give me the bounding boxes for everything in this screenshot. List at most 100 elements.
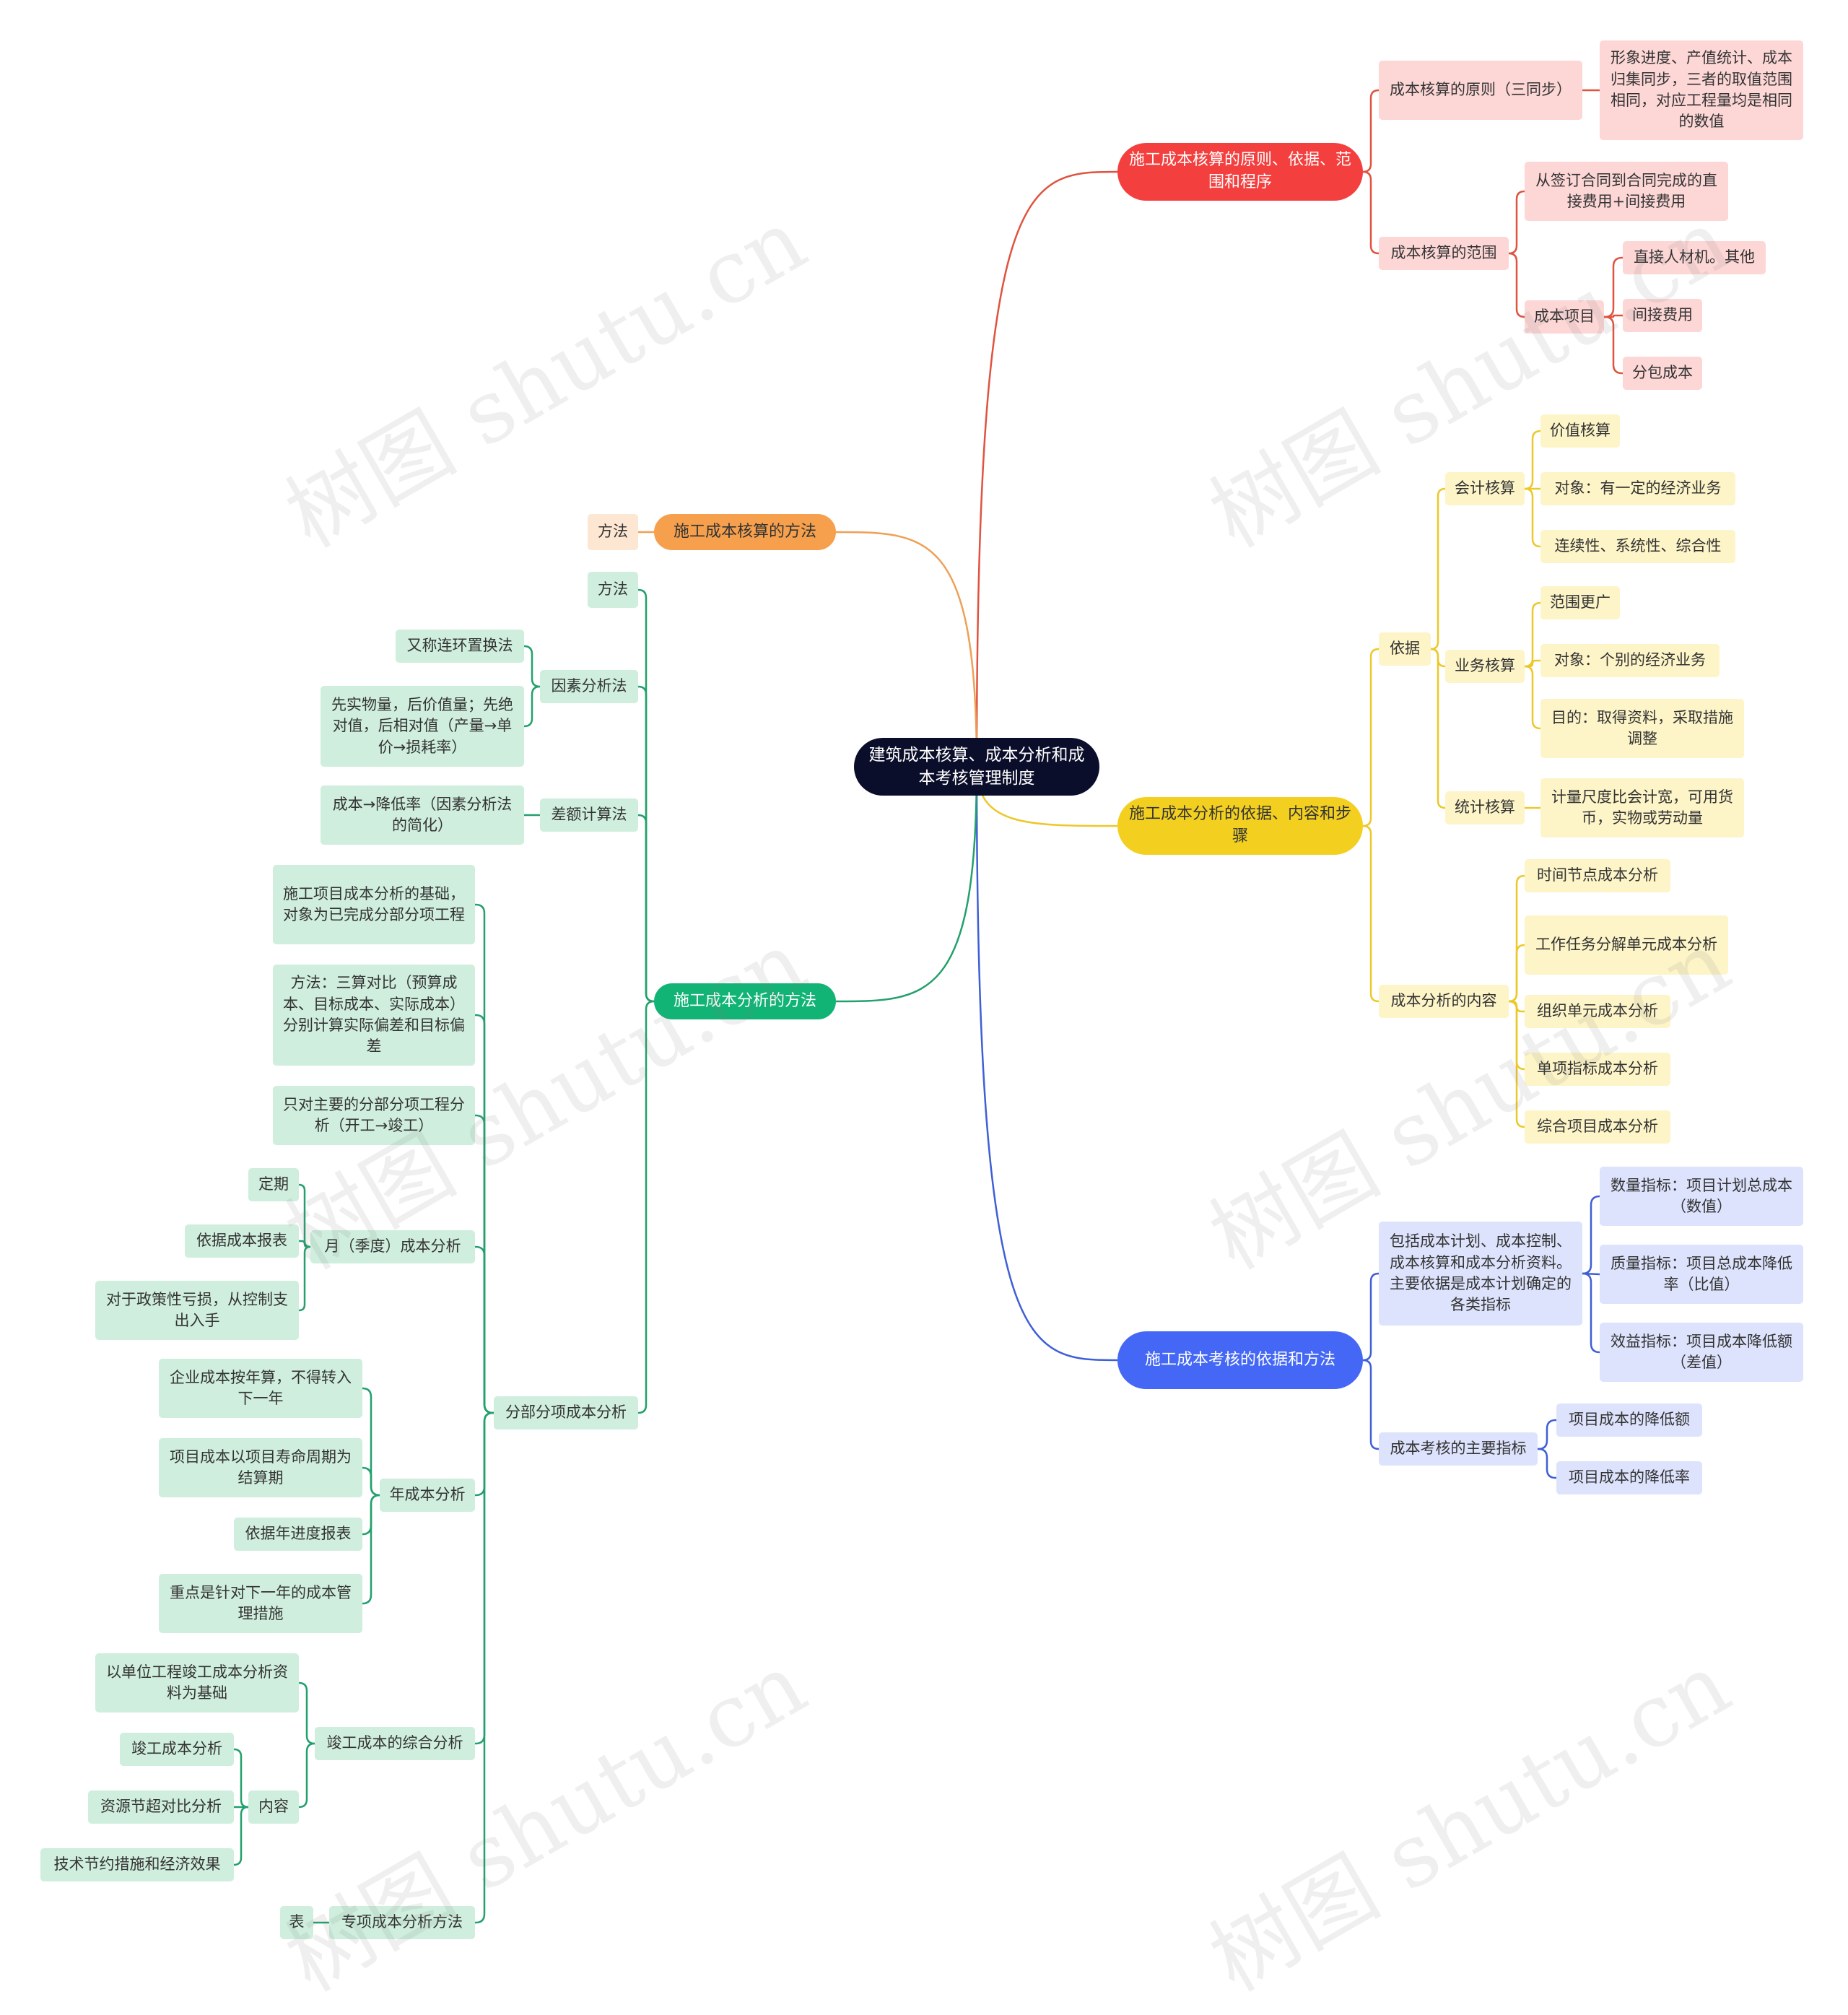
content-integrated[interactable]: 综合项目成本分析 [1525, 1110, 1670, 1144]
main-ind-rate[interactable]: 项目成本的降低率 [1556, 1461, 1702, 1494]
basis-accounting[interactable]: 会计核算 [1445, 472, 1525, 505]
factor-alias[interactable]: 又称连环置换法 [396, 630, 524, 663]
ann-focus[interactable]: 重点是针对下一年的成本管理措施 [159, 1574, 362, 1633]
content-time[interactable]: 时间节点成本分析 [1525, 859, 1670, 892]
am-subitem[interactable]: 分部分项成本分析 [494, 1396, 638, 1429]
special-table[interactable]: 表 [280, 1906, 313, 1939]
connector-analysis-content [1362, 824, 1380, 1003]
sub-monthly[interactable]: 月（季度）成本分析 [310, 1230, 475, 1263]
connector-branch-principles [975, 170, 1118, 767]
bus-purpose[interactable]: 目的：取得资料，采取措施调整 [1540, 699, 1744, 758]
cc-resource[interactable]: 资源节超对比分析 [88, 1790, 234, 1824]
branch-principles[interactable]: 施工成本核算的原则、依据、范围和程序 [1117, 143, 1363, 201]
connector-factor-order [523, 685, 541, 728]
content-wbs[interactable]: 工作任务分解单元成本分析 [1525, 915, 1728, 975]
comp-basis[interactable]: 以单位工程竣工成本分析资料为基础 [95, 1653, 299, 1712]
connector-bus-object [1525, 659, 1540, 668]
sub-completion[interactable]: 竣工成本的综合分析 [315, 1727, 475, 1760]
connector-bus-scope [1524, 601, 1541, 668]
connector-mon-report [299, 1240, 310, 1248]
branch-accounting-method[interactable]: 施工成本核算的方法 [654, 514, 836, 550]
cc-tech[interactable]: 技术节约措施和经济效果 [40, 1848, 234, 1881]
comp-content[interactable]: 内容 [248, 1790, 299, 1824]
connector-assessment-basis [1362, 1272, 1380, 1362]
connector-main-ind-amount [1538, 1419, 1556, 1450]
am-method[interactable]: 方法 [588, 572, 638, 608]
acc-value[interactable]: 价值核算 [1540, 414, 1620, 448]
connector-cost-item-indirect [1604, 314, 1623, 318]
connector-basis-node [1362, 648, 1380, 827]
ind-benefit[interactable]: 效益指标：项目成本降低额（差值） [1600, 1323, 1803, 1382]
branch-analysis-basis[interactable]: 施工成本分析的依据、内容和步骤 [1117, 797, 1363, 855]
acc-object[interactable]: 对象：有一定的经济业务 [1540, 472, 1735, 505]
principle-sync-detail[interactable]: 形象进度、产值统计、成本归集同步，三者的取值范围相同，对应工程量均是相同的数值 [1600, 40, 1803, 140]
content-single[interactable]: 单项指标成本分析 [1525, 1053, 1670, 1086]
main-indicators[interactable]: 成本考核的主要指标 [1379, 1432, 1538, 1466]
basis-business[interactable]: 业务核算 [1445, 650, 1525, 683]
connector-branch-analysis-method [835, 766, 978, 1003]
scope-detail[interactable]: 从签订合同到合同完成的直接费用+间接费用 [1525, 162, 1728, 221]
principle-scope[interactable]: 成本核算的范围 [1379, 237, 1509, 270]
sub-basis[interactable]: 施工项目成本分析的基础，对象为已完成分部分项工程 [273, 865, 475, 944]
connector-sub-monthly [475, 1245, 494, 1414]
sub-special[interactable]: 专项成本分析方法 [329, 1906, 475, 1939]
stat-measure[interactable]: 计量尺度比会计宽，可用货币，实物或劳动量 [1540, 778, 1744, 837]
mon-periodic[interactable]: 定期 [248, 1168, 299, 1201]
branch-assessment[interactable]: 施工成本考核的依据和方法 [1117, 1331, 1363, 1389]
bus-scope[interactable]: 范围更广 [1540, 586, 1620, 619]
ann-report[interactable]: 依据年进度报表 [234, 1518, 362, 1551]
am-diff[interactable]: 差额计算法 [540, 798, 638, 832]
connector-cost-item-direct [1604, 256, 1623, 318]
cost-item-sub[interactable]: 分包成本 [1623, 357, 1702, 390]
sub-annual[interactable]: 年成本分析 [380, 1479, 475, 1512]
bus-object[interactable]: 对象：个别的经济业务 [1540, 644, 1720, 677]
connector-main-indicators [1362, 1359, 1380, 1450]
connector-acc-traits [1524, 487, 1541, 548]
accounting-method-leaf[interactable]: 方法 [588, 514, 638, 550]
connector-branch-accounting-method [835, 531, 978, 767]
cc-completion[interactable]: 竣工成本分析 [120, 1733, 234, 1766]
connector-acc-value [1524, 430, 1541, 490]
ind-quality[interactable]: 质量指标：项目总成本降低率（比值） [1600, 1245, 1803, 1304]
sub-method[interactable]: 方法：三算对比（预算成本、目标成本、实际成本）分别计算实际偏差和目标偏差 [273, 965, 475, 1066]
principle-sync[interactable]: 成本核算的原则（三同步） [1379, 61, 1582, 120]
ann-enterprise[interactable]: 企业成本按年算，不得转入下一年 [159, 1359, 362, 1418]
ann-project[interactable]: 项目成本以项目寿命周期为结算期 [159, 1438, 362, 1497]
root-node[interactable]: 建筑成本核算、成本分析和成本考核管理制度 [854, 738, 1099, 796]
connector-am-subitem [637, 1000, 655, 1414]
connector-mon-policy [298, 1245, 311, 1312]
connector-bus-purpose [1524, 665, 1541, 730]
diff-detail[interactable]: 成本→降低率（因素分析法的简化） [321, 785, 524, 845]
factor-order[interactable]: 先实物量，后价值量；先绝对值，后相对值（产量→单价→损耗率） [321, 686, 524, 767]
connector-principle-scope [1362, 170, 1380, 255]
scope-cost-items[interactable]: 成本项目 [1525, 300, 1604, 334]
connector-ann-project [362, 1466, 380, 1497]
content-org[interactable]: 组织单元成本分析 [1525, 995, 1670, 1028]
connector-basis-statistics [1430, 648, 1446, 809]
basis-statistics[interactable]: 统计核算 [1445, 791, 1525, 824]
sub-main[interactable]: 只对主要的分部分项工程分析（开工→竣工） [273, 1086, 475, 1145]
connector-cc-tech [233, 1806, 249, 1866]
cost-item-direct[interactable]: 直接人材机。其他 [1623, 241, 1766, 274]
am-factor[interactable]: 因素分析法 [540, 670, 638, 703]
analysis-content[interactable]: 成本分析的内容 [1379, 985, 1509, 1018]
main-ind-amount[interactable]: 项目成本的降低额 [1556, 1403, 1702, 1437]
connector-scope-detail [1508, 190, 1525, 255]
connector-ind-quantity [1582, 1195, 1600, 1275]
basis-node[interactable]: 依据 [1379, 632, 1431, 666]
cost-item-indirect[interactable]: 间接费用 [1623, 299, 1702, 332]
mon-report[interactable]: 依据成本报表 [185, 1224, 299, 1258]
mon-policy[interactable]: 对于政策性亏损，从控制支出入手 [95, 1281, 299, 1340]
connector-ann-focus [362, 1494, 380, 1605]
connector-principle-sync [1362, 89, 1380, 173]
connector-comp-basis [298, 1681, 315, 1745]
connector-ind-benefit [1582, 1272, 1600, 1354]
acc-traits[interactable]: 连续性、系统性、综合性 [1540, 530, 1735, 563]
ind-quantity[interactable]: 数量指标：项目计划总成本（数值） [1600, 1167, 1803, 1226]
connector-main-ind-rate [1538, 1448, 1556, 1479]
branch-analysis-method[interactable]: 施工成本分析的方法 [654, 983, 836, 1019]
connector-basis-accounting [1430, 487, 1446, 650]
assessment-basis[interactable]: 包括成本计划、成本控制、成本核算和成本分析资料。主要依据是成本计划确定的各类指标 [1379, 1222, 1582, 1326]
connector-scope-cost-items [1508, 252, 1525, 318]
